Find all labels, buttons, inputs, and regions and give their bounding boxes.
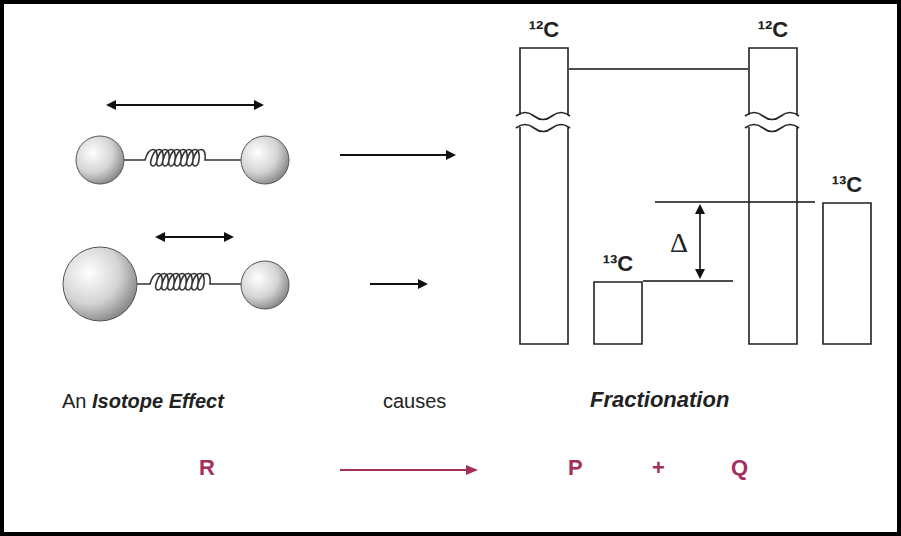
bar-outline bbox=[822, 202, 872, 345]
caption-word: An bbox=[62, 389, 86, 413]
reaction-arrow bbox=[340, 469, 476, 471]
isotope-label: ¹²C bbox=[519, 17, 569, 43]
reaction-symbol: + bbox=[652, 455, 665, 481]
abundance-bar: ¹³C bbox=[593, 251, 643, 345]
caption-word: causes bbox=[383, 389, 446, 413]
atom-sphere bbox=[241, 136, 289, 184]
reaction-symbol: P bbox=[568, 455, 583, 481]
caption-term: Isotope Effect bbox=[92, 389, 224, 413]
atom-sphere bbox=[76, 136, 124, 184]
abundance-bar: ¹²C bbox=[519, 17, 569, 345]
reaction-symbol: Q bbox=[731, 455, 748, 481]
delta-symbol: Δ bbox=[670, 226, 688, 260]
atom-sphere bbox=[241, 261, 289, 309]
isotope-label: ¹²C bbox=[748, 17, 798, 43]
level-line bbox=[655, 201, 815, 203]
isotope-label: ¹³C bbox=[822, 172, 872, 198]
isotope-label: ¹³C bbox=[593, 251, 643, 277]
delta-arrow bbox=[699, 206, 701, 277]
process-arrow bbox=[340, 154, 454, 156]
caption-term: Fractionation bbox=[590, 387, 729, 413]
atom-sphere bbox=[63, 247, 137, 321]
level-line bbox=[643, 280, 733, 282]
level-line bbox=[569, 68, 748, 70]
vibration-arrow bbox=[157, 236, 232, 238]
abundance-bar: ¹³C bbox=[822, 172, 872, 345]
bar-outline bbox=[593, 281, 643, 345]
bar-outline bbox=[519, 47, 569, 345]
abundance-bar: ¹²C bbox=[748, 17, 798, 345]
process-arrow bbox=[370, 283, 426, 285]
vibration-arrow bbox=[108, 104, 262, 106]
reaction-symbol: R bbox=[199, 455, 215, 481]
bar-outline bbox=[748, 47, 798, 345]
spring bbox=[137, 274, 241, 291]
spring bbox=[124, 150, 241, 167]
